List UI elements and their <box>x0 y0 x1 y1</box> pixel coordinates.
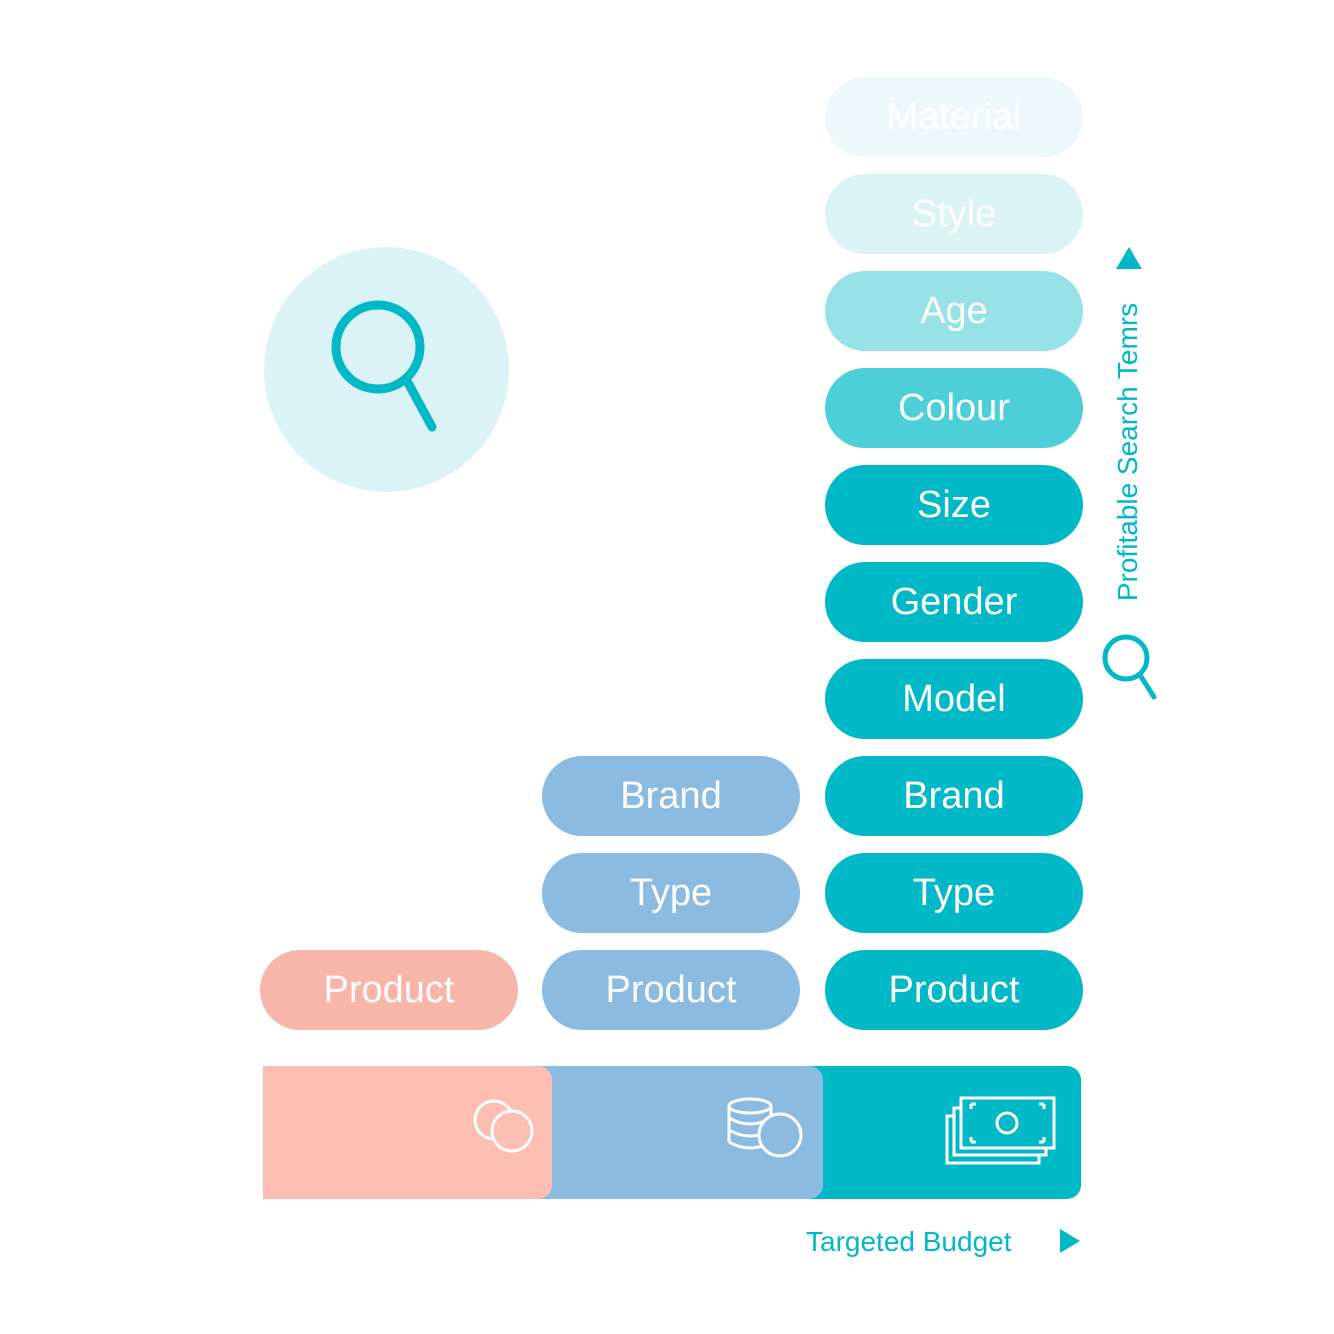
y-axis-label: Profitable Search Temrs <box>1112 302 1143 602</box>
arrow-right-icon <box>1060 1229 1080 1253</box>
search-icon <box>1102 634 1157 700</box>
search-icon <box>331 300 437 432</box>
mid-term-product: Product <box>542 950 800 1030</box>
adv-term-colour: Colour <box>825 368 1083 448</box>
banknotes-icon <box>945 1096 1056 1165</box>
adv-term-brand: Brand <box>825 756 1083 836</box>
basic-term-product: Product <box>260 950 518 1030</box>
adv-term-product: Product <box>825 950 1083 1030</box>
adv-term-style: Style <box>825 174 1083 254</box>
search-illustration <box>264 247 509 492</box>
adv-term-age: Age <box>825 271 1083 351</box>
adv-term-gender: Gender <box>825 562 1083 642</box>
adv-term-size: Size <box>825 465 1083 545</box>
mid-term-brand: Brand <box>542 756 800 836</box>
adv-term-material: Material <box>825 77 1083 157</box>
x-axis-label: Targeted Budget <box>806 1226 1012 1257</box>
coin-stack-icon <box>727 1097 803 1158</box>
coins-icon <box>473 1099 534 1153</box>
arrow-up-icon <box>1116 247 1142 269</box>
adv-term-model: Model <box>825 659 1083 739</box>
mid-term-type: Type <box>542 853 800 933</box>
adv-term-type: Type <box>825 853 1083 933</box>
